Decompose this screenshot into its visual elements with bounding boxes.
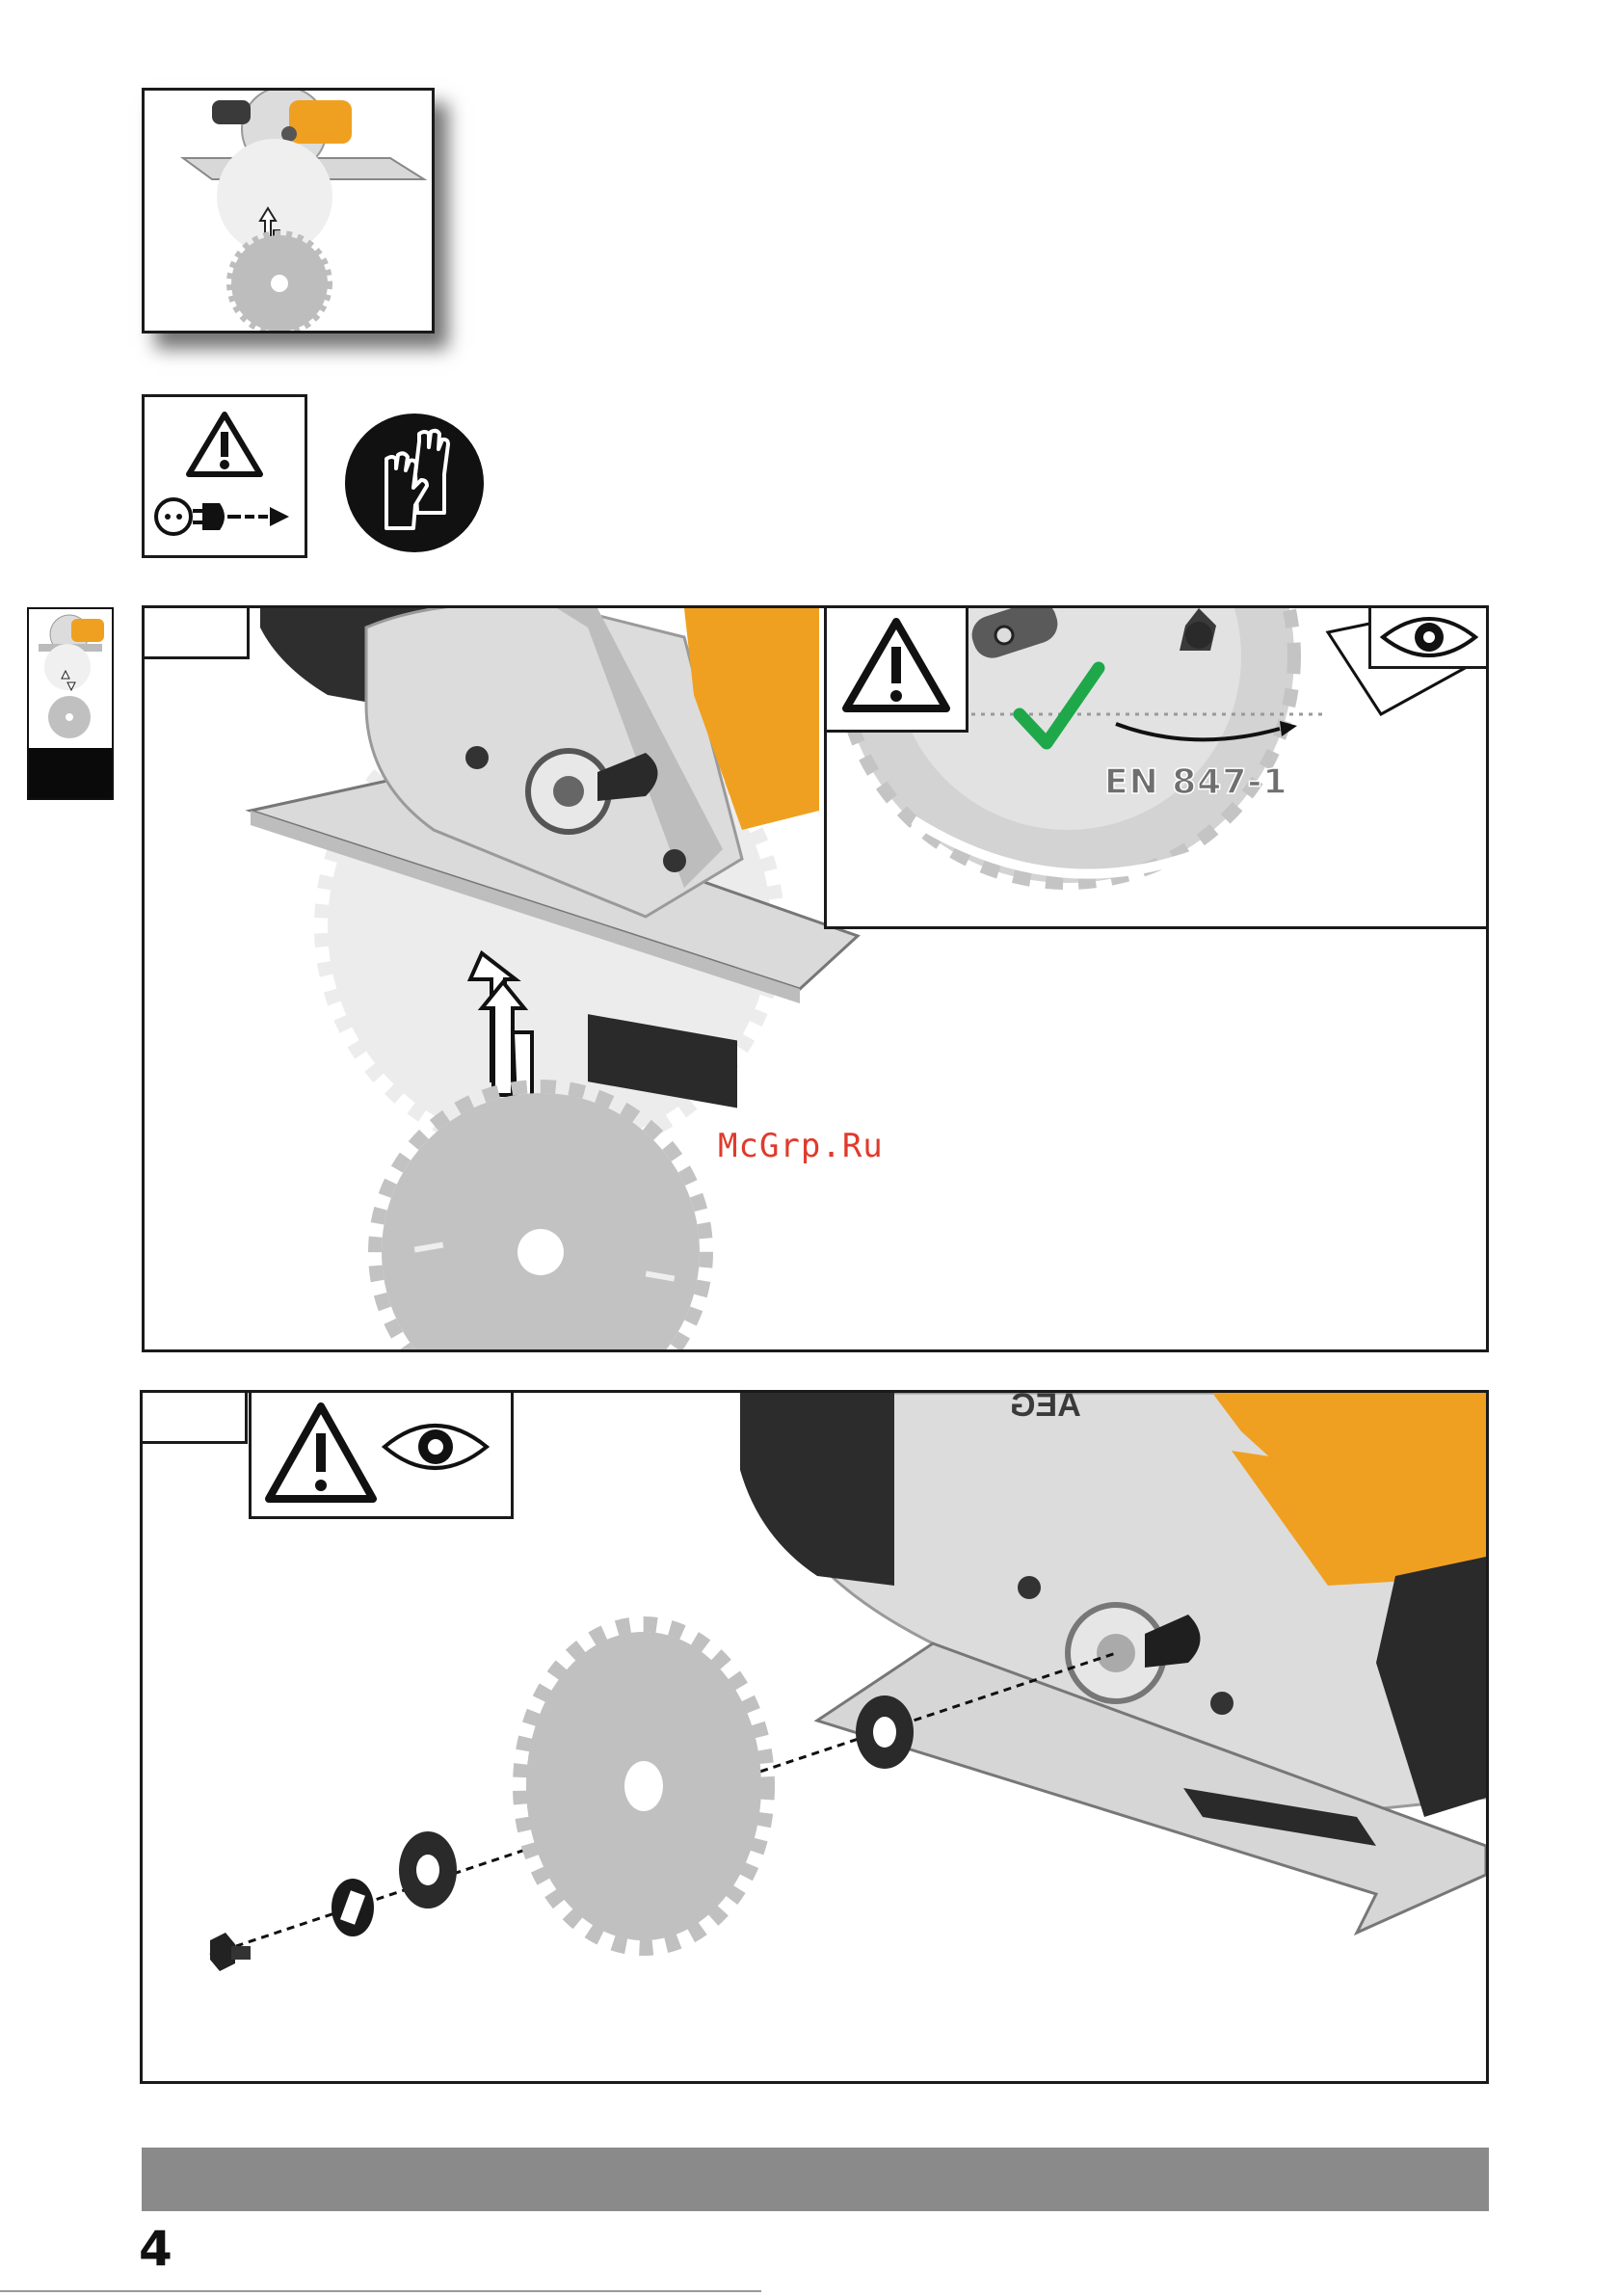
blade-bolt bbox=[210, 1933, 251, 1971]
footer-bar bbox=[142, 2148, 1489, 2211]
figure-number-box bbox=[140, 1390, 248, 1444]
warning-triangle-icon bbox=[827, 608, 966, 730]
unplug-mains-icon bbox=[156, 499, 289, 534]
page-number: 4 bbox=[139, 2221, 172, 2277]
blade-inspection-inset: EN 847-1 bbox=[824, 605, 1489, 929]
blade-standard-label: EN 847-1 bbox=[1104, 762, 1287, 802]
wear-gloves-icon bbox=[344, 413, 485, 553]
wear-gloves-sign bbox=[344, 413, 485, 553]
warning-eye-box bbox=[249, 1390, 514, 1519]
thumbnail-new-blade bbox=[229, 233, 330, 331]
side-tab-black-block bbox=[29, 748, 112, 798]
inset-warning-box bbox=[824, 605, 968, 733]
brand-logo-on-guard: AEG bbox=[1010, 1390, 1081, 1425]
top-figure-panel: EN 847-1 McGrp.Ru bbox=[142, 605, 1489, 1352]
saw-blade bbox=[520, 1624, 767, 1948]
inset-eye-box bbox=[1368, 605, 1489, 669]
outer-washer bbox=[399, 1831, 457, 1909]
thumbnail-saw-illustration bbox=[145, 91, 432, 331]
unplug-warning-sign bbox=[142, 394, 307, 558]
bottom-figure-panel: AEG bbox=[140, 1390, 1489, 2084]
eye-inspect-icon bbox=[1371, 608, 1486, 666]
clamping-flange bbox=[332, 1879, 374, 1936]
bottom-rule bbox=[0, 2290, 761, 2292]
figure-number-box bbox=[142, 605, 250, 659]
warning-triangle-icon bbox=[269, 1406, 373, 1499]
eye-inspect-icon bbox=[385, 1426, 487, 1468]
side-tab-saw-illustration bbox=[29, 609, 112, 744]
watermark-text: McGrp.Ru bbox=[718, 1127, 884, 1165]
side-tab bbox=[27, 607, 114, 800]
new-saw-blade bbox=[375, 1086, 706, 1349]
warning-triangle-icon bbox=[189, 414, 260, 474]
inner-flange bbox=[856, 1695, 914, 1769]
thumbnail-figure bbox=[142, 88, 435, 334]
